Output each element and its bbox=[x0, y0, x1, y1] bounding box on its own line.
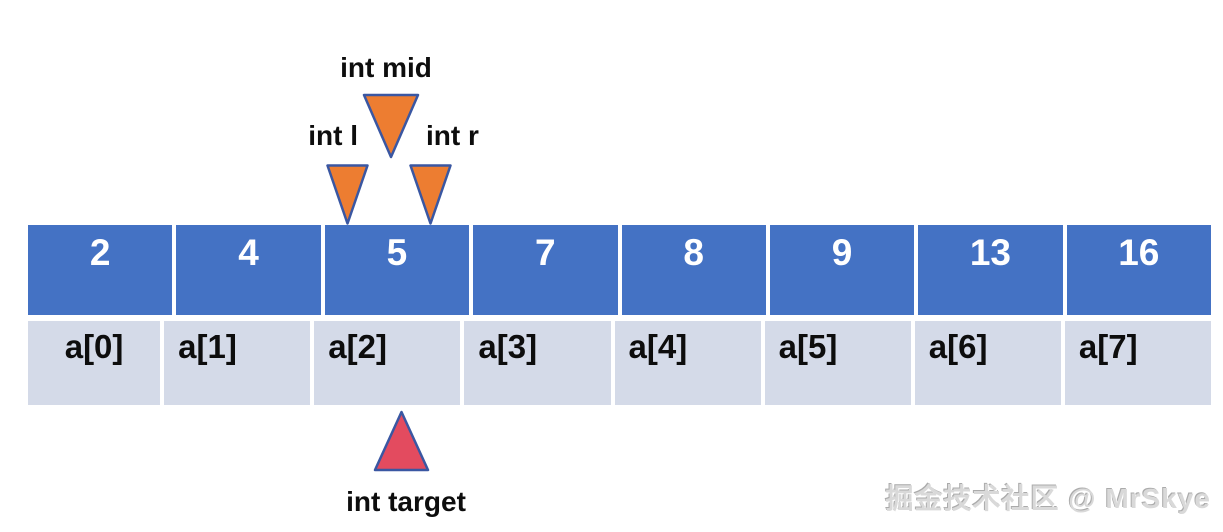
array-index-cell-0: a[0] bbox=[28, 321, 161, 405]
watermark-text: 掘金技术社区 @ MrSkye bbox=[885, 483, 1211, 514]
mid-pointer-arrow-icon bbox=[362, 93, 420, 159]
array-value-cell-4: 8 bbox=[621, 225, 766, 315]
array-value-cell-2: 5 bbox=[324, 225, 470, 315]
array-value-cell-0: 2 bbox=[28, 225, 173, 315]
array-index-cell-3: a[3] bbox=[464, 321, 611, 405]
array-labels-row: a[0] a[1] a[2] a[3] a[4] a[5] a[6] a[7] bbox=[28, 321, 1211, 405]
left-pointer-label: int l bbox=[308, 120, 358, 151]
array-index-cell-4: a[4] bbox=[614, 321, 761, 405]
array-index-cell-6: a[6] bbox=[914, 321, 1061, 405]
target-pointer-label: int target bbox=[346, 486, 466, 517]
right-pointer-arrow-icon bbox=[409, 164, 452, 225]
array-value-cell-3: 7 bbox=[473, 225, 618, 315]
right-pointer-label: int r bbox=[426, 120, 479, 151]
left-pointer-arrow-icon bbox=[326, 164, 369, 225]
target-pointer-arrow-icon bbox=[373, 410, 430, 472]
array-value-cell-6: 13 bbox=[918, 225, 1063, 315]
array: 2 4 5 7 8 9 13 16 a[0] a[1] a[2] a[3] a[… bbox=[28, 225, 1211, 405]
array-index-cell-1: a[1] bbox=[164, 321, 311, 405]
array-value-cell-5: 9 bbox=[769, 225, 915, 315]
array-index-cell-5: a[5] bbox=[764, 321, 911, 405]
array-value-cell-7: 16 bbox=[1066, 225, 1211, 315]
mid-pointer-label: int mid bbox=[340, 52, 432, 83]
array-values-row: 2 4 5 7 8 9 13 16 bbox=[28, 225, 1211, 315]
array-index-cell-7: a[7] bbox=[1064, 321, 1211, 405]
array-index-cell-2: a[2] bbox=[314, 321, 461, 405]
array-value-cell-1: 4 bbox=[176, 225, 321, 315]
